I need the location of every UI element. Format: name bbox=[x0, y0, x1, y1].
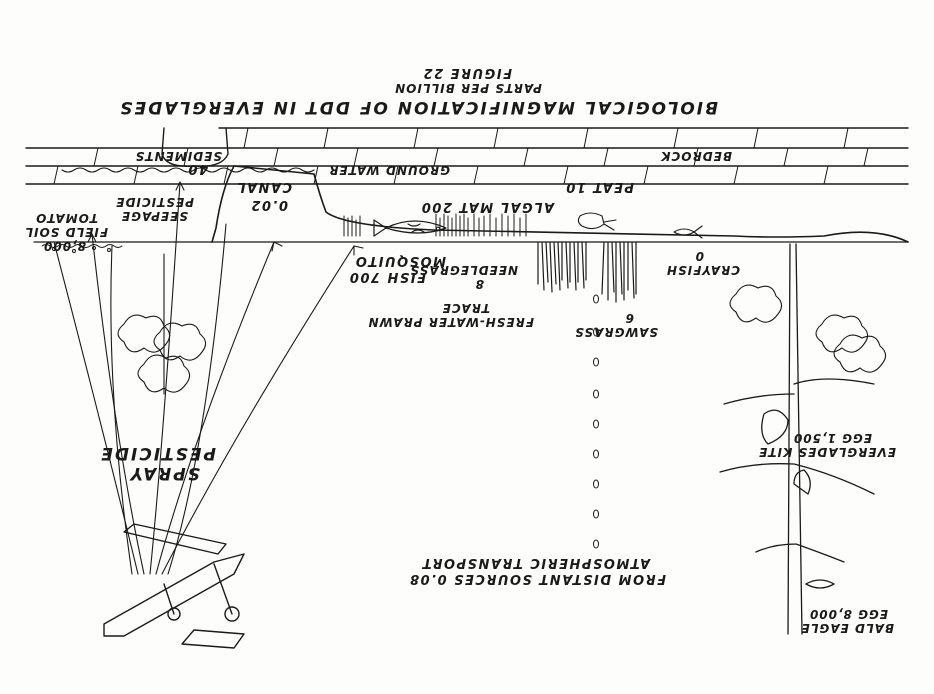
riverside-tree bbox=[719, 243, 875, 635]
sawgrass-clump bbox=[601, 241, 637, 303]
kite-bird bbox=[761, 409, 789, 445]
figure-number: FIGURE 22 bbox=[422, 65, 512, 80]
spray-trajectories bbox=[53, 181, 355, 575]
tomato-plants bbox=[117, 253, 207, 395]
spray-label-1: PESTICIDE bbox=[99, 443, 216, 463]
figure-subtitle: PARTS PER BILLION bbox=[394, 81, 542, 95]
crayfish-label-1: CRAYFISH bbox=[666, 263, 740, 277]
ground-water-line bbox=[61, 167, 315, 173]
algal-mat-hatching bbox=[343, 213, 527, 237]
kite-label-1: EVERGLADES KITE bbox=[758, 445, 896, 459]
spray-arrowheads bbox=[87, 181, 364, 256]
eagle-label-2: EGG 8,000 bbox=[808, 607, 888, 621]
seepage-label-2: SEEPAGE bbox=[120, 209, 188, 223]
crayfish-drawing bbox=[673, 225, 703, 239]
peat-label: PEAT 10 bbox=[564, 179, 634, 194]
land-profile bbox=[211, 165, 909, 243]
tomato-label-1: TOMATO bbox=[35, 211, 98, 225]
eagle-label-1: BALD EAGLE bbox=[800, 621, 894, 635]
sediments-label: SEDIMENTS bbox=[134, 149, 222, 163]
figure-title: BIOLOGICAL MAGNIFICATION OF DDT IN EVERG… bbox=[118, 97, 718, 117]
sawgrass-label-2: 6 bbox=[624, 311, 634, 325]
tomato-label-3: 8,000 bbox=[43, 239, 86, 253]
prawn-drawing bbox=[577, 212, 617, 231]
needlegrass-label-2: 8 bbox=[474, 277, 484, 291]
spray-label-2: SPRAY bbox=[128, 463, 200, 483]
kite-label-2: EGG 1,500 bbox=[792, 431, 872, 445]
sediments-value: 40 bbox=[186, 161, 208, 176]
mosquito-fish-drawing bbox=[373, 219, 447, 237]
needlegrass-label-1: NEEDLEGRASS bbox=[409, 263, 518, 277]
algal-mat-label: ALGAL MAT 200 bbox=[420, 199, 554, 214]
bedrock-stratum bbox=[25, 127, 909, 185]
prawn-label-2: TRACE bbox=[441, 301, 490, 315]
atmospheric-droplets bbox=[593, 294, 599, 549]
eagle-nest bbox=[805, 579, 835, 589]
sediments-mound bbox=[161, 127, 229, 167]
sawgrass-label-1: SAWGRASS bbox=[574, 325, 658, 339]
atmospheric-label-2: FROM DISTANT SOURCES 0.08 bbox=[408, 571, 666, 586]
hanging-foliage bbox=[729, 284, 887, 373]
crayfish-label-2: 0 bbox=[694, 249, 704, 263]
canal-value: 0.02 bbox=[249, 197, 288, 212]
seepage-label-1: PESTICIDE bbox=[115, 195, 194, 209]
prawn-label-1: FRESH-WATER PRAWN bbox=[367, 315, 534, 329]
crop-duster-aircraft bbox=[103, 523, 245, 649]
bedrock-label: BEDROCK bbox=[660, 149, 732, 163]
ground-water-label: GROUND WATER bbox=[328, 163, 450, 177]
canal-label: CANAL bbox=[235, 179, 292, 194]
atmospheric-label-1: ATMOSPHERIC TRANSPORT bbox=[421, 555, 650, 570]
kite-nest bbox=[793, 469, 811, 495]
needlegrass-clump bbox=[537, 241, 587, 293]
tomato-label-2: FIELD SOIL bbox=[24, 225, 108, 239]
